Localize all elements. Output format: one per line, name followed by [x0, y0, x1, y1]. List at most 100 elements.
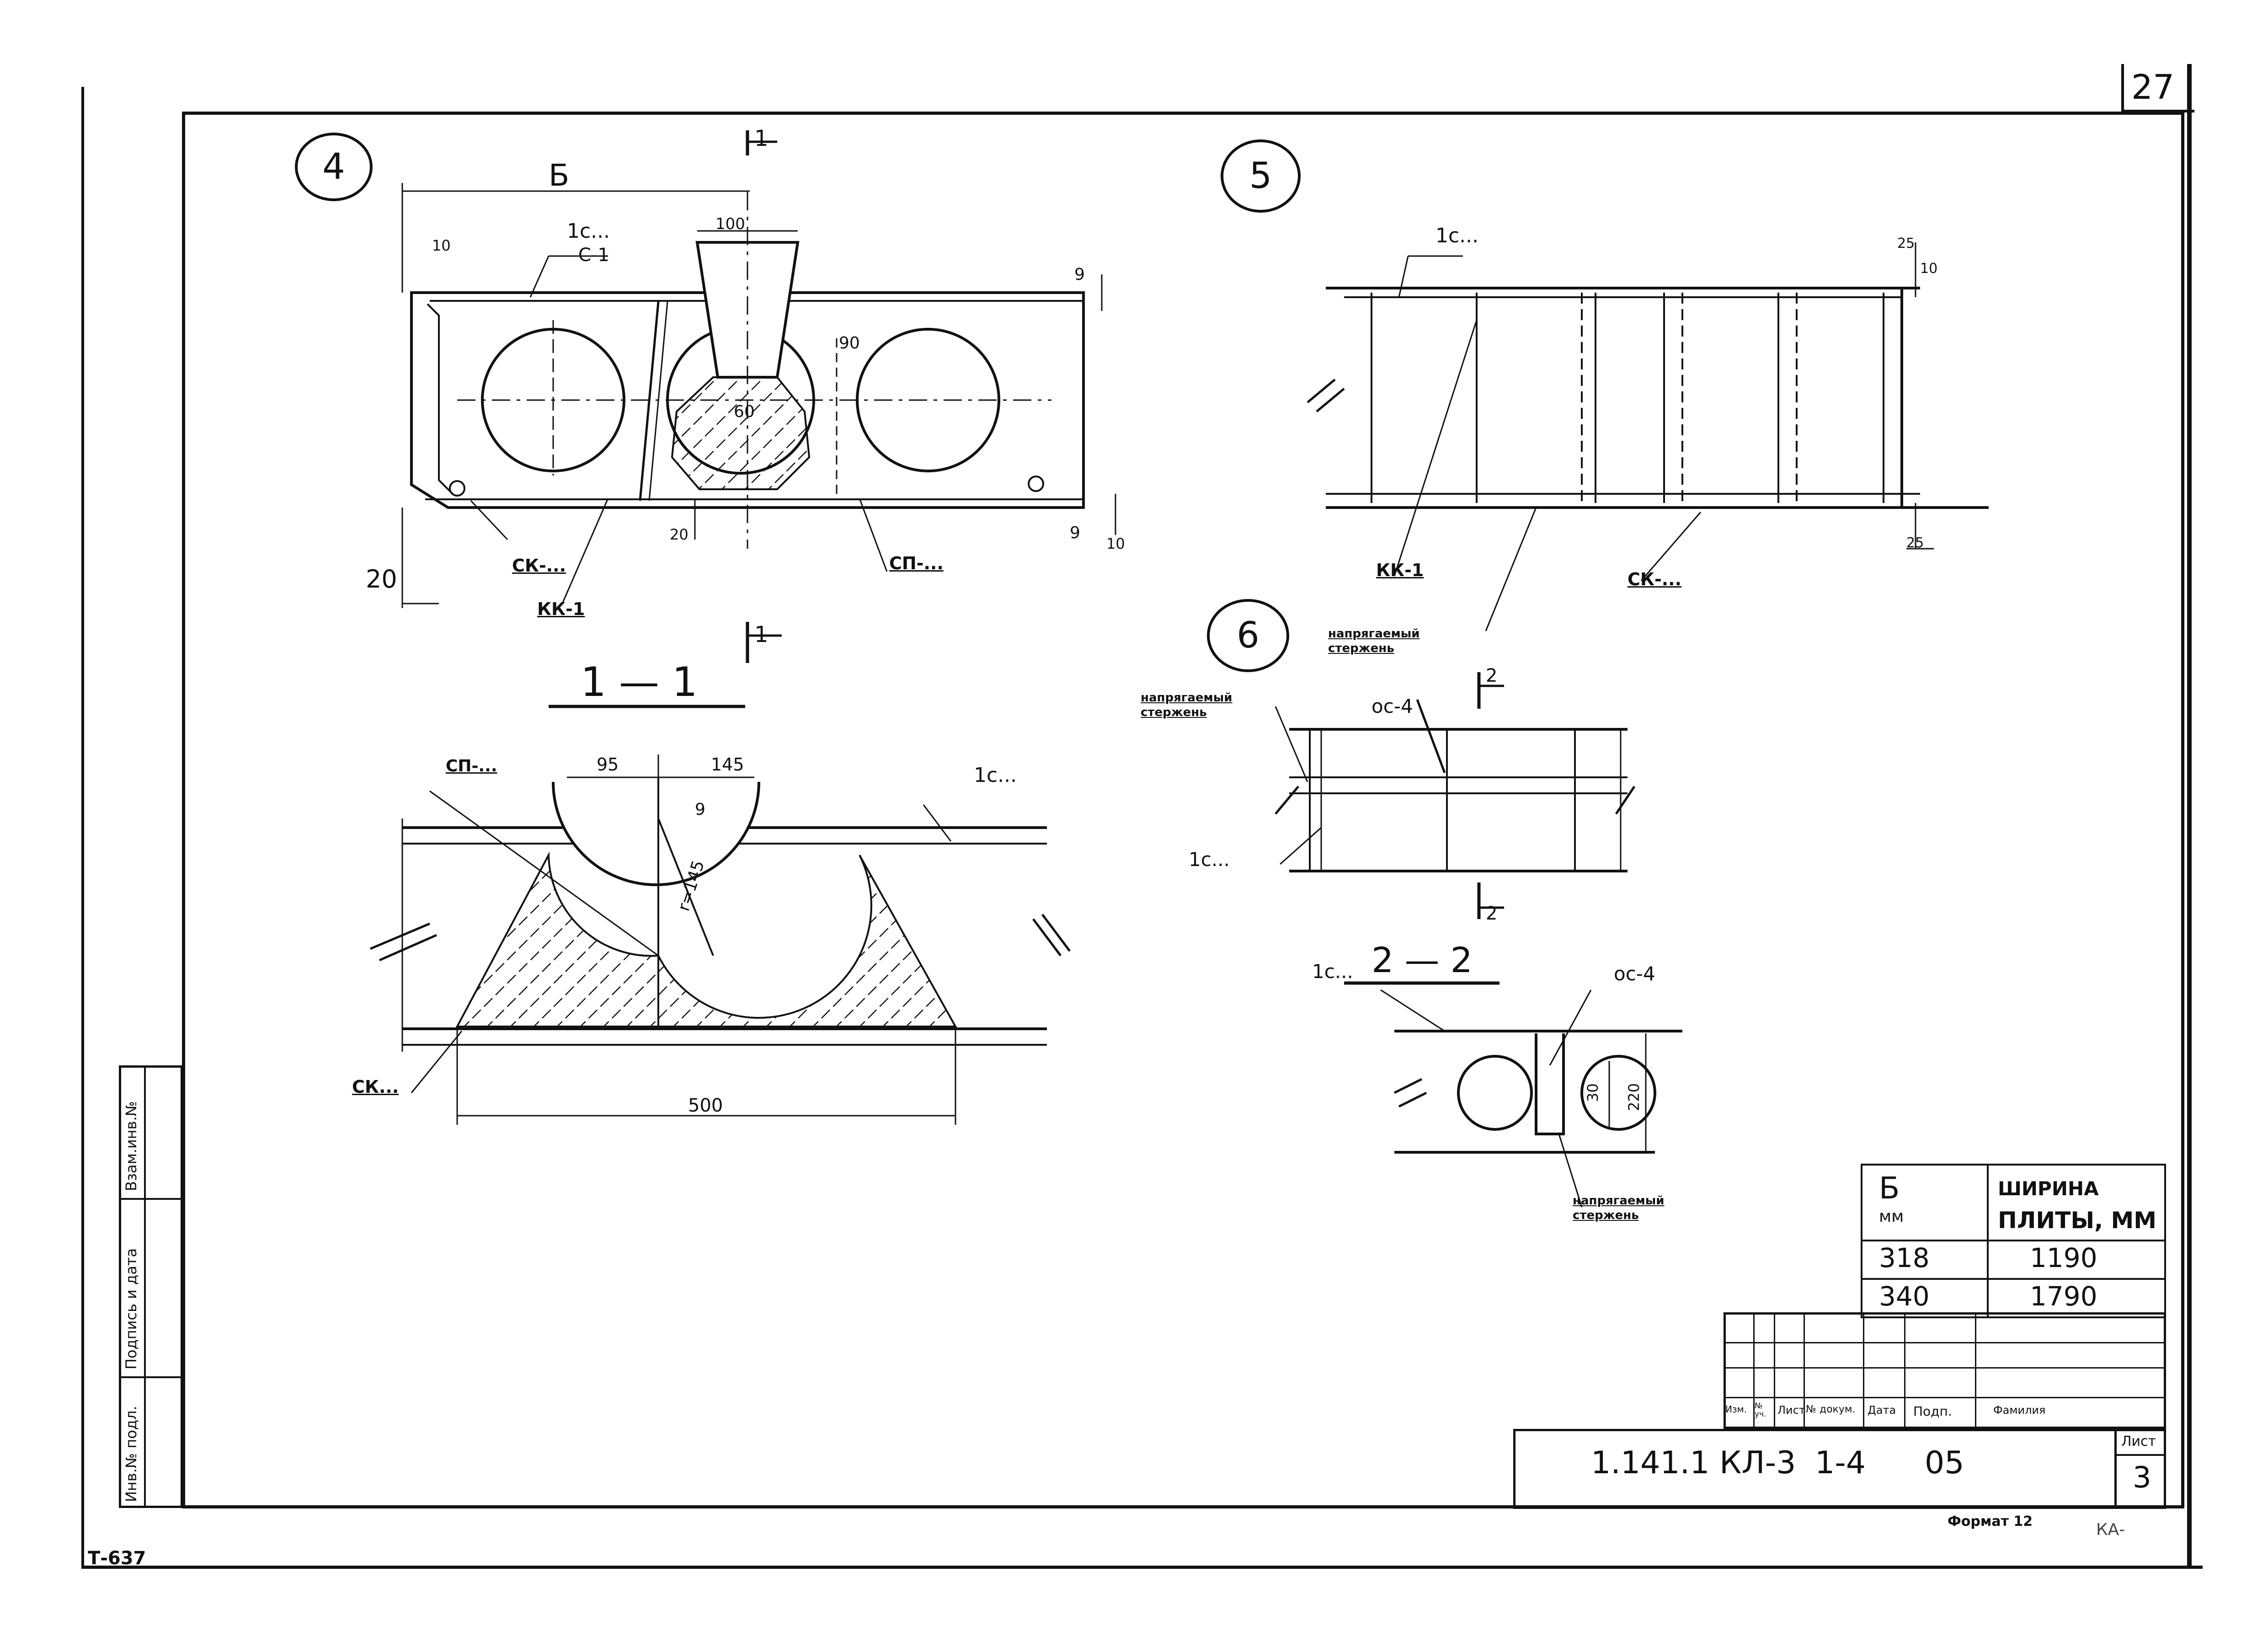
section-1-1 — [370, 705, 1071, 1125]
wt-head-width-2: ПЛИТЫ, ММ — [1998, 1207, 2157, 1234]
d4-dim-100: 100 — [715, 215, 745, 233]
s11-dim-9: 9 — [695, 800, 705, 819]
revision-grid — [1724, 1312, 2166, 1429]
d5-dim-10: 10 — [1920, 261, 1938, 277]
doc-issue: 05 — [1925, 1445, 1964, 1481]
section-2-2 — [1344, 981, 1682, 1208]
s22-dim-220: 220 — [1625, 1083, 1643, 1111]
rev-col-4 — [1863, 1312, 1864, 1429]
sheet-label: Лист — [2121, 1433, 2156, 1449]
sheet-cell-divider — [2114, 1454, 2166, 1456]
d5-lbl-ls: 1с... — [1436, 224, 1479, 247]
d5-lbl-rod: напрягаемый стержень — [1328, 627, 1420, 655]
d5-dim-25-top: 25 — [1897, 235, 1915, 251]
d4-lbl-sk: СК-... — [512, 556, 566, 576]
sheet-number: 3 — [2133, 1461, 2151, 1495]
d4-dim-b: Б — [549, 158, 570, 193]
rev-head-list: Лист — [1777, 1404, 1805, 1417]
doc-code: 1.141.1 КЛ-3 — [1591, 1445, 1796, 1481]
d4-section-mark-top: 1 — [754, 126, 768, 151]
wt-head-b-unit: мм — [1879, 1207, 1904, 1226]
sheet-number-box — [2121, 64, 2194, 112]
code-row — [1513, 1429, 2166, 1509]
rev-head-name: Фамилия — [1993, 1404, 2046, 1417]
d4-dim-9: 9 — [1074, 265, 1085, 284]
side-stamp-div-1 — [119, 1198, 183, 1200]
d4-dim-9-right: 9 — [1070, 524, 1080, 542]
d6-lbl-rod: напрягаемый стержень — [1141, 691, 1233, 719]
s11-lbl-sk: СК... — [352, 1077, 399, 1097]
right-thick-edge — [2187, 64, 2192, 1568]
d4-dim-20-mid: 20 — [670, 526, 688, 543]
rev-col-3 — [1804, 1312, 1805, 1429]
detail-5-elevation — [1307, 242, 1989, 631]
wt-row-1-b: 318 — [1879, 1242, 1930, 1273]
rev-line-3 — [1724, 1397, 2166, 1398]
wt-row-1-w: 1190 — [2030, 1242, 2097, 1273]
side-stamp-sign-date: Подпись и дата — [123, 1248, 140, 1369]
side-stamp-inv-podl: Инв.№ подл. — [123, 1406, 140, 1502]
wt-row-2-w: 1790 — [2030, 1281, 2097, 1312]
format-label: Формат 12 — [1948, 1513, 2033, 1529]
detail-6-marker: 6 — [1207, 599, 1289, 672]
drawing-frame — [182, 112, 2184, 1508]
rev-col-6 — [1975, 1312, 1976, 1429]
rev-head-doc: № докум. — [1806, 1404, 1856, 1415]
outer-bottom-border — [81, 1566, 2203, 1569]
s11-lbl-ls: 1с... — [974, 764, 1017, 787]
d4-dim-20-left: 20 — [366, 565, 397, 594]
sheet-cell — [2114, 1429, 2166, 1509]
rev-head-date: Дата — [1868, 1404, 1896, 1417]
d4-lbl-kk1: КК-1 — [537, 599, 585, 619]
d4-lbl-sp: СП-... — [889, 553, 944, 573]
s22-title: 2 — 2 — [1371, 940, 1473, 980]
s11-dim-145: 145 — [711, 754, 744, 775]
side-stamp-inner — [144, 1065, 146, 1508]
wt-row-2-w-cell — [1987, 1278, 2166, 1318]
s22-dim-30: 30 — [1584, 1083, 1601, 1102]
d5-dim-25-bot: 25 — [1906, 535, 1924, 551]
detail-4-plan — [401, 130, 1116, 663]
wt-row-2-b: 340 — [1879, 1281, 1930, 1312]
s11-title: 1 — 1 — [581, 658, 698, 706]
s11-lbl-sp: СП-... — [446, 757, 497, 775]
s22-lbl-os4: ос-4 — [1614, 963, 1655, 985]
s11-dim-95: 95 — [597, 754, 619, 775]
d5-lbl-sk: СК-... — [1628, 569, 1682, 589]
rev-head-nuch: № уч. — [1755, 1401, 1766, 1419]
side-stamp-vzam: Взам.инв.№ — [123, 1101, 140, 1191]
detail-5-marker: 5 — [1221, 139, 1301, 213]
d4-dim-10-right: 10 — [1106, 535, 1125, 552]
rev-line-1 — [1724, 1342, 2166, 1343]
d4-dim-90: 90 — [839, 334, 860, 353]
d4-lbl-ls: 1с... — [567, 219, 610, 243]
s11-dim-500: 500 — [688, 1095, 723, 1116]
d6-section-mark-top: 2 — [1486, 665, 1498, 686]
d5-lbl-kk1: КК-1 — [1376, 560, 1424, 580]
rev-col-2 — [1774, 1312, 1775, 1429]
corner-mark: КА- — [2096, 1520, 2125, 1539]
s22-lbl-ls: 1с... — [1312, 960, 1353, 983]
rev-head-sign: Подп. — [1913, 1404, 1952, 1419]
side-stamp-frame — [119, 1065, 183, 1508]
s22-lbl-rod: напрягаемый стержень — [1573, 1194, 1665, 1222]
doc-part: 1-4 — [1815, 1445, 1866, 1481]
d4-lbl-c1: С-1 — [578, 245, 609, 266]
rev-line-2 — [1724, 1367, 2166, 1369]
rev-col-5 — [1904, 1312, 1905, 1429]
d4-dim-10: 10 — [432, 237, 451, 254]
d4-section-mark-bottom: 1 — [754, 622, 768, 647]
detail-6-plan — [1275, 672, 1636, 919]
wt-head-b: Б — [1879, 1171, 1900, 1206]
wt-head-width-1: ШИРИНА — [1998, 1177, 2099, 1200]
detail-4-marker: 4 — [295, 133, 373, 201]
d4-dim-60: 60 — [734, 402, 755, 421]
rev-col-1 — [1753, 1312, 1755, 1429]
outer-left-border — [81, 87, 84, 1568]
d6-section-mark-bottom: 2 — [1486, 903, 1498, 924]
sheet-number-top: 27 — [2131, 68, 2175, 107]
rev-head-izm: Изм. — [1725, 1404, 1747, 1415]
d6-lbl-os4: ос-4 — [1371, 695, 1413, 717]
d6-lbl-ls: 1с... — [1189, 848, 1230, 871]
